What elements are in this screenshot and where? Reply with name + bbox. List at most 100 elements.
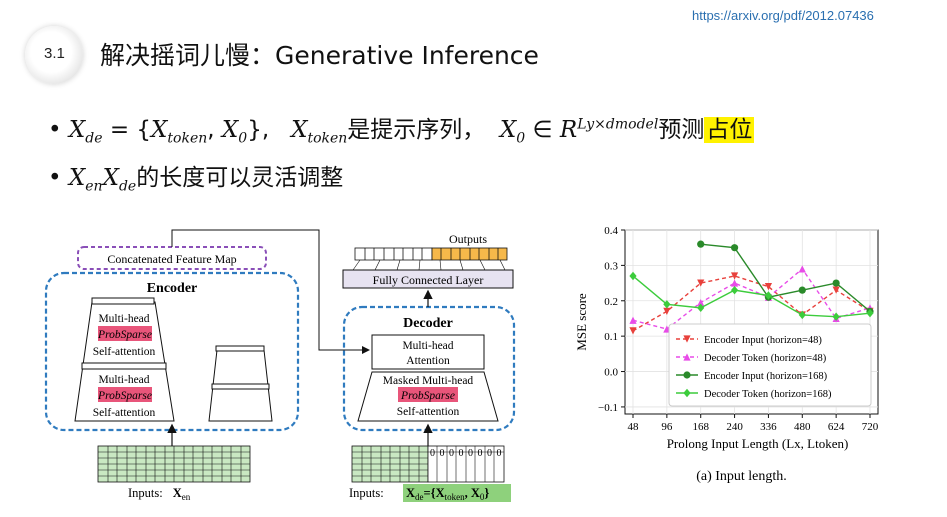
var-x: X (499, 117, 517, 143)
bullet-2: • XenXde的长度可以灵活调整 (48, 158, 343, 195)
var-sub: de (118, 178, 137, 195)
probsparse-highlight (98, 326, 152, 341)
in-symbol: ∈ (525, 117, 560, 143)
bullet-dot: • (48, 165, 69, 191)
series-line (700, 243, 871, 312)
x-tick-label: 48 (628, 421, 640, 433)
legend-label: Decoder Token (horizon=168) (704, 389, 832, 400)
dec-selfattn: Self-attention (397, 406, 460, 418)
var-x: X (221, 117, 239, 143)
comma: , (207, 117, 222, 143)
decoder-label: Decoder (403, 316, 453, 331)
legend-label: Encoder Input (horizon=168) (704, 371, 828, 382)
data-point (683, 388, 691, 398)
bullet-1: • Xde = {Xtoken, X0}, Xtoken是提示序列， X0 ∈ … (48, 110, 755, 147)
encoder-layer-strip (81, 362, 167, 370)
data-point (697, 298, 705, 307)
probsparse-highlight (398, 387, 458, 402)
chart-caption: (a) Input length. (696, 469, 787, 484)
data-point (730, 272, 739, 280)
page-title: 解决摇词儿慢：Generative Inference (100, 41, 539, 70)
data-point (832, 279, 840, 287)
zero-cell: 0 (468, 448, 473, 459)
enc-probsparse-2: ProbSparse (97, 390, 152, 402)
legend-box (668, 323, 872, 407)
close-brace: }, (247, 117, 292, 143)
var-sub: 0 (516, 130, 526, 147)
dec-probsparse: ProbSparse (400, 390, 455, 402)
var-sub: 0 (238, 130, 248, 147)
output-grid (354, 247, 508, 261)
y-tick-label: 0.1 (604, 331, 618, 343)
y-tick-label: 0.3 (604, 260, 618, 272)
bullet-dot: • (48, 117, 69, 143)
x-axis-label: Prolong Input Length (Lx, Ltoken) (667, 436, 849, 451)
y-tick-label: 0.4 (604, 225, 618, 237)
data-point (663, 307, 671, 315)
enc-selfattn-2: Self-attention (93, 407, 156, 419)
var-sub: en (85, 178, 103, 195)
encoder-decoder-arrow (171, 229, 370, 354)
data-point (629, 271, 637, 281)
encoder-layer-strip (91, 297, 155, 305)
data-point (697, 240, 705, 248)
encoder-box (44, 271, 300, 432)
var-x: X (68, 165, 86, 191)
data-point (730, 279, 739, 287)
fc-layer-box (342, 269, 514, 289)
enc-selfattn-1: Self-attention (93, 346, 156, 358)
data-point (697, 279, 705, 287)
eq-text: = { (102, 117, 152, 143)
decoder-input-formula: Xde={Xtoken, X0} (406, 486, 489, 502)
enc-probsparse-1: ProbSparse (97, 329, 152, 341)
data-point (832, 286, 840, 294)
data-point (798, 286, 806, 294)
dec-attention: Attention (406, 355, 450, 367)
x-tick-label: 96 (661, 421, 673, 433)
data-point (629, 327, 637, 335)
zero-cell: 0 (459, 448, 464, 459)
enc-multihead-1: Multi-head (98, 313, 149, 325)
data-point (629, 316, 637, 324)
encoder-input-grid (97, 445, 251, 483)
data-point (798, 310, 806, 320)
data-point (764, 283, 773, 291)
bullet-text: 预测 (658, 117, 705, 143)
section-badge (25, 26, 83, 84)
section-number: 3.1 (44, 45, 65, 62)
data-point (683, 371, 691, 379)
y-tick-label: 0.0 (604, 367, 618, 379)
data-point (683, 335, 691, 343)
dec-multihead: Multi-head (402, 340, 453, 352)
chart-legend: Encoder Input (horizon=48)Decoder Token … (668, 323, 872, 407)
x-tick-label: 168 (692, 421, 709, 433)
var-x: X (151, 117, 168, 143)
encoder-layer-strip (215, 345, 265, 352)
data-point (798, 265, 806, 273)
x-tick-label: 240 (726, 421, 743, 433)
data-point (697, 303, 705, 313)
zero-cell: 0 (440, 448, 445, 459)
var-sup: Ly×dmodel (577, 116, 659, 133)
source-url[interactable]: https://arxiv.org/pdf/2012.07436 (692, 8, 874, 23)
var-r: R (559, 117, 578, 143)
legend-label: Decoder Token (horizon=48) (704, 353, 827, 364)
enc-multihead-2: Multi-head (98, 374, 149, 386)
decoder-input-prefix: Inputs: (349, 486, 384, 500)
encoder-input-label: Inputs:Xen (128, 486, 191, 502)
zero-cell: 0 (449, 448, 454, 459)
concat-label: Concatenated Feature Map (107, 252, 236, 266)
zero-cell: 0 (478, 448, 483, 459)
series-line (632, 275, 871, 318)
var-x: X (291, 117, 308, 143)
fc-layer-label: Fully Connected Layer (373, 273, 484, 287)
probsparse-highlight (98, 387, 152, 402)
data-point (730, 244, 739, 252)
data-point (832, 312, 840, 321)
data-point (866, 308, 874, 318)
encoder-layer-strip (211, 383, 270, 390)
var-x: X (68, 117, 86, 143)
